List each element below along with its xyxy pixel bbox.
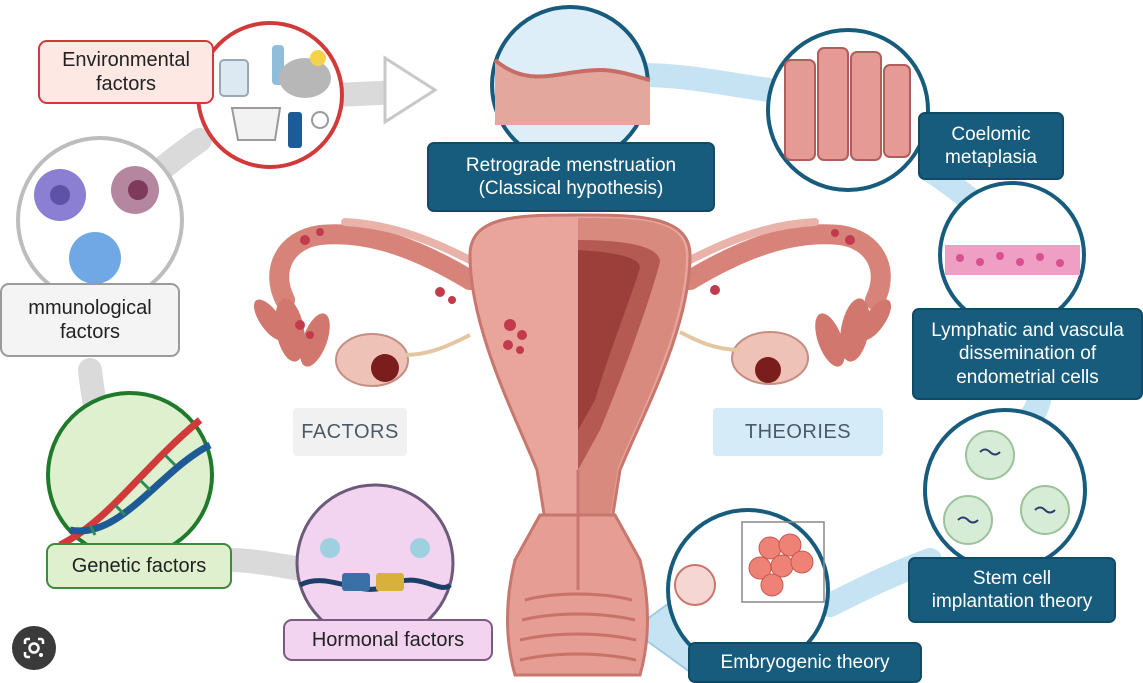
theories-section-label: THEORIES xyxy=(713,408,883,456)
immunological-circle xyxy=(18,138,182,302)
retrograde-menstruation-label: Retrograde menstruation (Classical hypot… xyxy=(427,142,715,212)
factors-arrow-head xyxy=(385,58,435,122)
retrograde-circle xyxy=(492,7,650,163)
stem-cell-implantation-label: Stem cell implantation theory xyxy=(908,557,1116,623)
lymphatic-circle xyxy=(940,183,1084,327)
environmental-circle xyxy=(198,23,342,167)
google-lens-icon[interactable] xyxy=(12,626,56,670)
coelomic-metaplasia-label: Coelomic metaplasia xyxy=(918,112,1064,180)
stem-cell-circle xyxy=(925,410,1085,570)
hormonal-circle xyxy=(297,485,453,641)
environmental-factors-label: Environmental factors xyxy=(38,40,214,104)
hormonal-factors-label: Hormonal factors xyxy=(283,619,493,661)
genetic-factors-label: Genetic factors xyxy=(46,543,232,589)
lymphatic-vascular-label: Lymphatic and vascula dissemination of e… xyxy=(912,308,1143,400)
coelomic-circle xyxy=(768,30,928,190)
genetic-circle xyxy=(48,393,212,557)
factors-section-label: FACTORS xyxy=(293,408,407,456)
immunological-factors-label: mmunological factors xyxy=(0,283,180,357)
embryogenic-theory-label: Embryogenic theory xyxy=(688,642,922,683)
